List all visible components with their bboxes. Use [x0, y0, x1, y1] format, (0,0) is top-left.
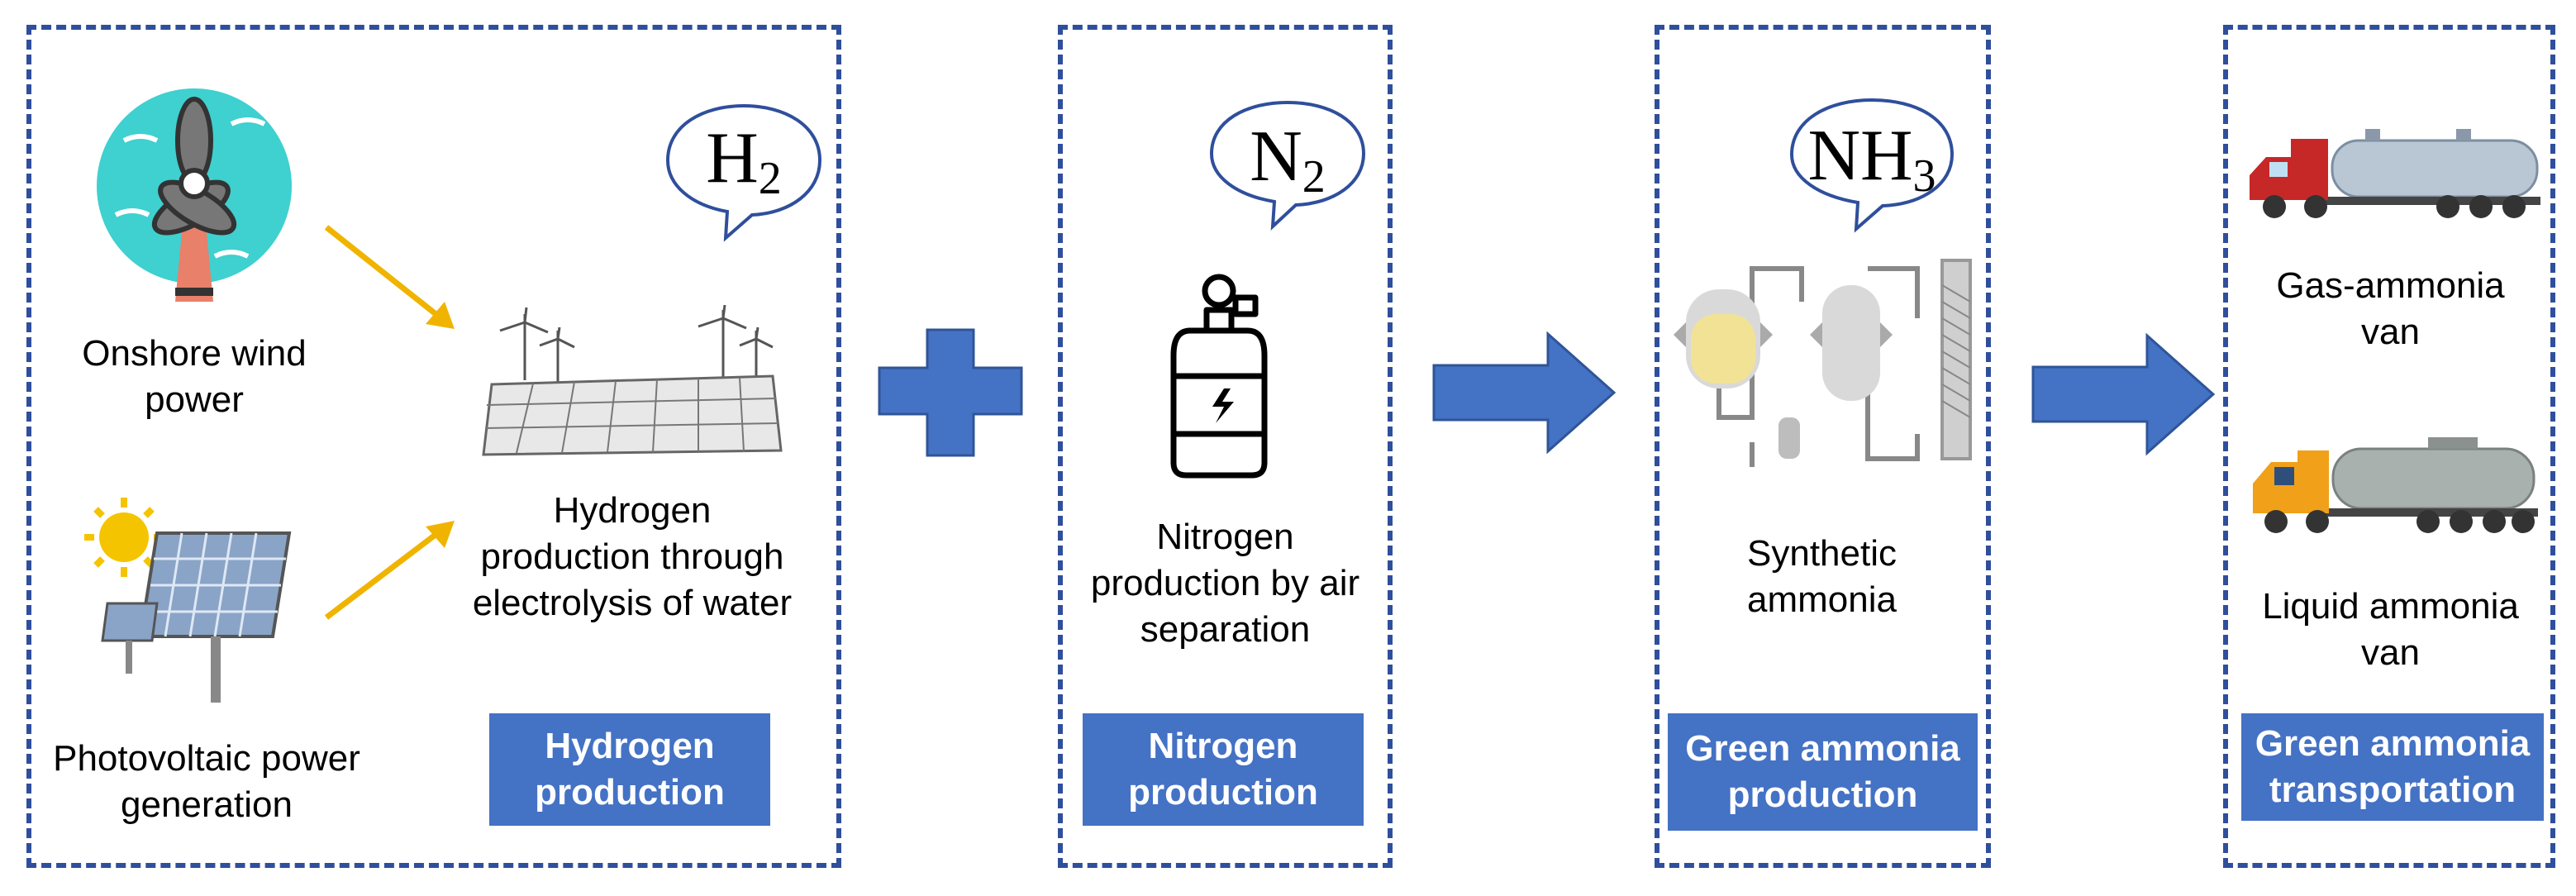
wind-power-label: Onshore wind power — [82, 333, 307, 420]
solar-wind-farm-icon — [482, 304, 783, 456]
transport-panel — [2223, 25, 2555, 868]
ammonia-speech-bubble — [1789, 98, 1955, 233]
photovoltaic-label: Photovoltaic power generation — [53, 738, 360, 825]
nitrogen-production-stage: Nitrogen production — [1083, 713, 1364, 826]
nitrogen-formula-sub: 2 — [1302, 151, 1326, 203]
pv-to-electrolysis-arrow — [324, 521, 455, 620]
air-separation-label: Nitrogen production by air separation — [1090, 517, 1360, 650]
ammonia-formula-sub: 3 — [1912, 150, 1936, 202]
hydrogen-formula: H2 — [661, 122, 826, 215]
green-ammonia-transportation-stage: Green ammonia transportation — [2241, 713, 2544, 821]
green-ammonia-production-stage: Green ammonia production — [1668, 713, 1978, 831]
nitrogen-formula: N2 — [1205, 121, 1370, 213]
synthesis-reactor-icon — [1674, 259, 1972, 467]
ammonia-panel — [1655, 25, 1991, 868]
plus-connector — [878, 328, 1023, 457]
wind-turbine-icon — [97, 88, 292, 302]
wind-to-electrolysis-arrow — [324, 225, 455, 329]
ammonia-formula: NH3 — [1785, 120, 1959, 212]
liquid-ammonia-truck-icon — [2253, 437, 2538, 533]
liquid-ammonia-van-label: Liquid ammonia van — [2262, 586, 2519, 673]
synthetic-ammonia-label: Synthetic ammonia — [1747, 533, 1897, 620]
arrow-to-transport — [2031, 332, 2216, 456]
nitrogen-panel — [1058, 25, 1393, 868]
hydrogen-formula-sub: 2 — [758, 153, 782, 204]
ammonia-formula-base: NH — [1807, 116, 1913, 196]
solar-panel-icon — [84, 498, 292, 703]
gas-cylinder-icon — [1170, 274, 1268, 479]
hydrogen-production-stage: Hydrogen production — [489, 713, 770, 826]
gas-ammonia-truck-icon — [2250, 129, 2540, 218]
hydrogen-panel — [26, 25, 841, 868]
hydrogen-speech-bubble — [665, 103, 822, 242]
gas-ammonia-van-label: Gas-ammonia van — [2276, 265, 2505, 352]
nitrogen-speech-bubble — [1209, 100, 1366, 231]
hydrogen-formula-base: H — [706, 118, 759, 198]
nitrogen-formula-base: N — [1250, 117, 1302, 197]
arrow-to-ammonia — [1432, 331, 1617, 455]
electrolysis-label: Hydrogen production through electrolysis… — [472, 490, 793, 623]
